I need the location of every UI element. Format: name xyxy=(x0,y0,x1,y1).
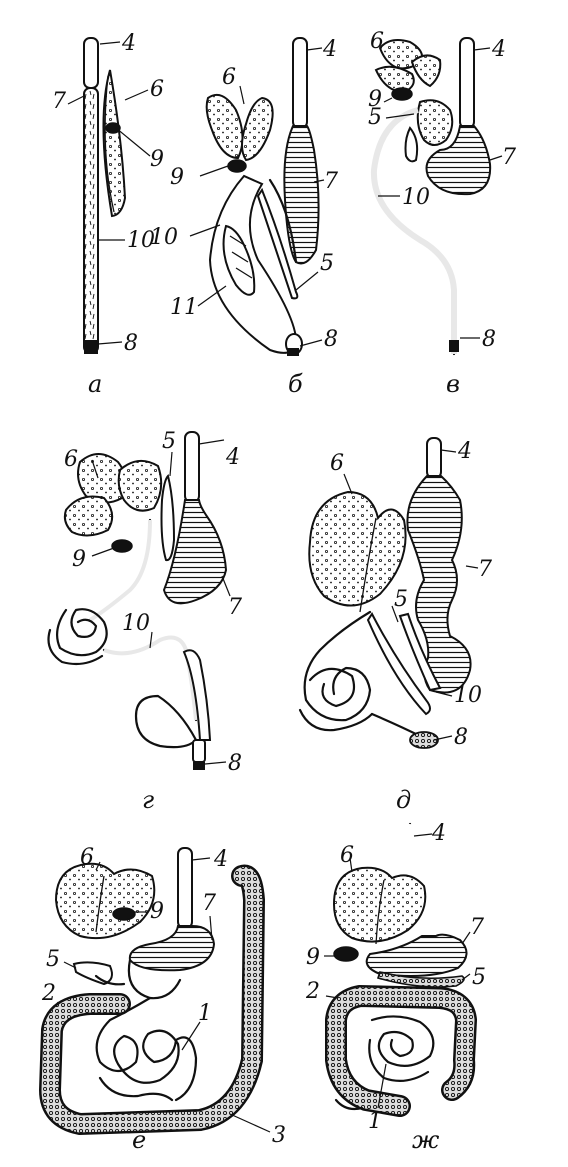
b-label-11: 11 xyxy=(170,295,198,320)
panel-letter-a: а xyxy=(88,370,102,398)
panel-letter-e: е xyxy=(132,1126,146,1154)
d-label-10: 10 xyxy=(454,683,482,708)
v-label-8: 8 xyxy=(482,327,496,352)
v-gallbladder xyxy=(392,88,412,100)
b-label-9: 9 xyxy=(170,165,184,190)
d-label-7: 7 xyxy=(478,557,492,582)
b-liver-lobes xyxy=(207,95,273,160)
g-label-8: 8 xyxy=(228,751,242,776)
g-label-5: 5 xyxy=(162,429,176,454)
g-label-10: 10 xyxy=(122,611,150,636)
panel-e: 4 6 7 9 5 1 2 3 е xyxy=(41,845,286,1154)
panel-letter-v: в xyxy=(446,370,460,398)
d-label-8: 8 xyxy=(454,725,468,750)
zh-label-4: 4 xyxy=(431,821,446,846)
e-label-1: 1 xyxy=(198,1001,212,1026)
panel-letter-zh: ж xyxy=(412,1126,440,1154)
d-label-5: 5 xyxy=(394,587,408,612)
a-digestive-tube xyxy=(84,38,98,354)
b-rectum xyxy=(286,334,302,356)
b-label-4: 4 xyxy=(322,37,337,62)
v-liver-lobes xyxy=(376,40,440,92)
zh-label-2: 2 xyxy=(305,979,320,1004)
zh-small-intestine xyxy=(369,1016,433,1080)
v-label-5: 5 xyxy=(368,105,382,130)
panel-b: 4 6 9 7 10 5 11 8 б xyxy=(150,37,338,398)
d-liver xyxy=(309,492,405,612)
e-gallbladder xyxy=(113,908,135,920)
d-intestine xyxy=(300,612,440,748)
e-label-9: 9 xyxy=(150,899,164,924)
a-label-6: 6 xyxy=(150,77,164,102)
panel-letter-b: б xyxy=(288,370,303,398)
a-label-8: 8 xyxy=(124,331,138,356)
zh-liver xyxy=(334,868,425,944)
zh-label-9: 9 xyxy=(306,945,320,970)
zh-label-6: 6 xyxy=(340,843,354,868)
b-label-5: 5 xyxy=(320,251,334,276)
panel-g: 5 6 4 9 7 10 8 г xyxy=(49,429,243,814)
e-label-2: 2 xyxy=(41,981,56,1006)
g-label-9: 9 xyxy=(72,547,86,572)
panel-letter-d: д xyxy=(396,786,411,814)
panel-v: 6 4 9 5 7 10 8 в xyxy=(368,29,516,398)
e-label-5: 5 xyxy=(46,947,60,972)
e-label-4: 4 xyxy=(213,847,228,872)
v-label-10: 10 xyxy=(402,185,430,210)
e-liver xyxy=(56,864,154,938)
b-gallbladder xyxy=(228,160,246,172)
g-pancreas xyxy=(162,476,175,560)
g-gallbladder xyxy=(112,540,132,552)
b-label-8: 8 xyxy=(324,327,338,352)
zh-colon xyxy=(336,996,466,1109)
b-label-10: 10 xyxy=(150,225,178,250)
v-label-7: 7 xyxy=(502,145,516,170)
zh-label-5: 5 xyxy=(472,965,486,990)
g-liver-lobes xyxy=(65,454,161,536)
g-label-7: 7 xyxy=(228,595,242,620)
e-label-6: 6 xyxy=(80,845,94,870)
zh-gallbladder xyxy=(334,947,358,961)
a-label-7: 7 xyxy=(52,89,66,114)
a-liver-lobes xyxy=(103,70,125,216)
a-gallbladder xyxy=(106,123,120,133)
b-label-7: 7 xyxy=(324,169,338,194)
zh-label-1: 1 xyxy=(368,1109,382,1134)
zh-label-7: 7 xyxy=(470,915,484,940)
d-label-4: 4 xyxy=(457,439,472,464)
e-label-7: 7 xyxy=(202,891,216,916)
e-label-3: 3 xyxy=(272,1123,286,1148)
a-label-4: 4 xyxy=(121,31,136,56)
b-label-6: 6 xyxy=(222,65,236,90)
v-label-6: 6 xyxy=(370,29,384,54)
panel-d: 4 6 7 5 10 8 д xyxy=(300,438,492,814)
a-label-9: 9 xyxy=(150,147,164,172)
g-label-6: 6 xyxy=(64,447,78,472)
panel-letter-g: г xyxy=(142,786,154,814)
panel-a: 4 7 6 9 10 8 а xyxy=(52,31,164,398)
v-label-4: 4 xyxy=(491,37,506,62)
d-label-6: 6 xyxy=(330,451,344,476)
panel-zh: 4 6 7 9 5 2 1 ж xyxy=(305,821,486,1154)
g-label-4: 4 xyxy=(225,445,240,470)
